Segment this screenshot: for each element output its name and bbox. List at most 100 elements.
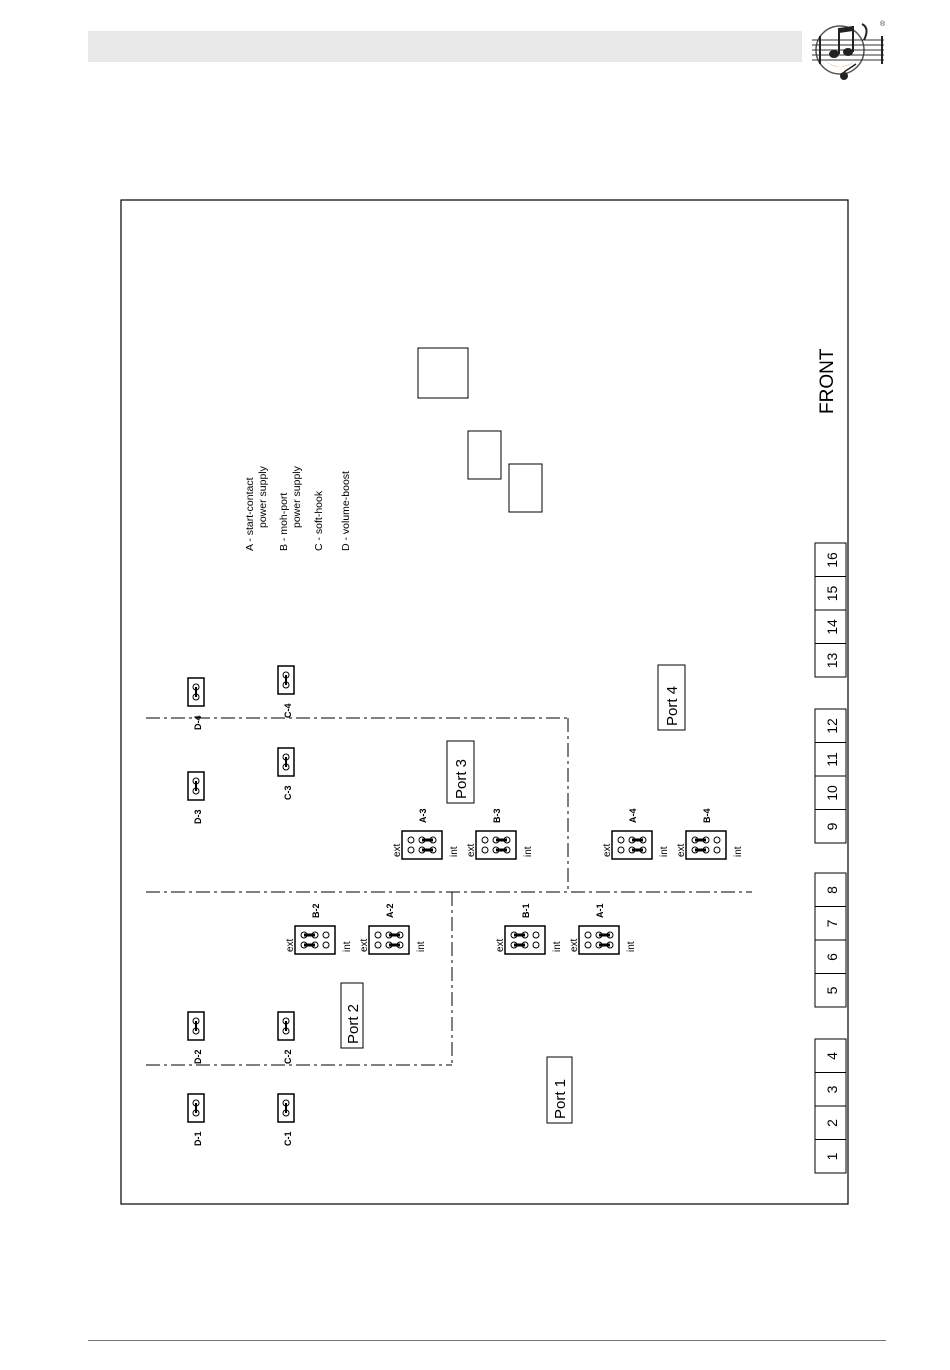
legend-a: A - start-contact [244, 477, 256, 551]
jumper-b1-int-label: int [552, 941, 563, 952]
legend-d: D - volume-boost [340, 471, 352, 551]
jumper-d1: D-1 [188, 1094, 204, 1146]
jumper-a3-ext-label: ext [392, 843, 403, 857]
jumper-d2-label: D-2 [193, 1049, 203, 1064]
jumper-a4-int-label: int [659, 846, 670, 857]
terminal-1: 1 [815, 1140, 846, 1174]
component-rect-1 [468, 431, 501, 479]
terminal-label: 9 [824, 822, 840, 830]
jumper-a3-int-label: int [449, 846, 460, 857]
jumper-b3: B-3 ext int [466, 808, 534, 859]
terminal-10: 10 [815, 776, 846, 810]
terminal-16: 16 [815, 543, 846, 577]
terminal-label: 3 [824, 1085, 840, 1093]
jumper-c1: C-1 [278, 1094, 294, 1146]
port-labels: Port 3 Port 4 Port 2 Port 1 [341, 665, 685, 1123]
jumper-a2-ext-label: ext [359, 938, 370, 952]
terminal-label: 1 [824, 1152, 840, 1160]
jumper-b1-label: B-1 [521, 903, 531, 918]
component-square [418, 348, 468, 398]
terminal-14: 14 [815, 610, 846, 644]
jumper-a1-ext-label: ext [569, 938, 580, 952]
jumper-b4-label: B-4 [702, 808, 712, 823]
terminal-15: 15 [815, 577, 846, 611]
terminal-label: 11 [824, 752, 840, 767]
terminal-label: 14 [824, 619, 840, 635]
jumper-b2: B-2 ext int [285, 903, 353, 954]
terminal-8: 8 [815, 873, 846, 907]
terminal-4: 4 [815, 1039, 846, 1073]
terminal-9: 9 [815, 810, 846, 844]
component-rect-2 [509, 464, 542, 512]
jumper-b2-ext-label: ext [285, 938, 296, 952]
jumper-c2-label: C-2 [283, 1049, 293, 1064]
terminal-label: 15 [824, 586, 840, 602]
terminal-label: 13 [824, 653, 840, 669]
terminal-label: 8 [824, 886, 840, 894]
jumper-c2: C-2 [278, 1012, 294, 1064]
jumper-b1-ext-label: ext [495, 938, 506, 952]
jumper-d1-label: D-1 [193, 1131, 203, 1146]
jumper-a2-int-label: int [416, 941, 427, 952]
jumper-a4: A-4 ext int [602, 808, 670, 859]
terminal-3: 3 [815, 1073, 846, 1107]
jumper-b1: B-1 ext int [495, 903, 563, 954]
legend-c: C - soft-hook [313, 490, 325, 551]
jumper-b4-int-label: int [733, 846, 744, 857]
terminal-label: 12 [824, 718, 840, 734]
terminal-label: 10 [824, 785, 840, 801]
terminal-7: 7 [815, 907, 846, 941]
legend-b: B - moh-port [278, 493, 290, 551]
jumper-b3-label: B-3 [492, 808, 502, 823]
terminal-11: 11 [815, 743, 846, 777]
board-outline [121, 200, 848, 1204]
terminal-label: 2 [824, 1119, 840, 1127]
jumper-b4: B-4 ext int [676, 808, 744, 859]
legend: A - start-contact power supply B - moh-p… [244, 465, 352, 551]
terminal-label: 7 [824, 919, 840, 927]
jumper-b3-int-label: int [523, 846, 534, 857]
jumper-d4-label: D-4 [193, 715, 203, 730]
jumper-a2-label: A-2 [385, 903, 395, 918]
jumper-a4-ext-label: ext [602, 843, 613, 857]
legend-b-sub: power supply [291, 465, 303, 528]
jumper-c3: C-3 [278, 748, 294, 800]
jumper-c4: C-4 [278, 666, 294, 718]
legend-a-sub: power supply [257, 465, 269, 528]
terminal-5: 5 [815, 974, 846, 1008]
jumper-d3: D-3 [188, 772, 204, 824]
jumper-a3-label: A-3 [418, 808, 428, 823]
jumper-d4: D-4 [188, 678, 204, 730]
port-2-label: Port 2 [345, 1004, 362, 1044]
jumper-d3-label: D-3 [193, 809, 203, 824]
terminal-2: 2 [815, 1106, 846, 1140]
jumper-d2: D-2 [188, 1012, 204, 1064]
terminal-label: 6 [824, 953, 840, 961]
port-1-label: Port 1 [552, 1079, 569, 1119]
terminal-label: 5 [824, 986, 840, 994]
port-3-label: Port 3 [453, 759, 470, 799]
jumper-a1-int-label: int [626, 941, 637, 952]
terminal-12: 12 [815, 709, 846, 743]
jumper-a3: A-3 ext int [392, 808, 460, 859]
jumper-a1: A-1 ext int [569, 903, 637, 954]
terminal-label: 16 [824, 552, 840, 568]
front-label: FRONT [817, 348, 838, 414]
jumper-a4-label: A-4 [628, 808, 638, 823]
jumper-b2-label: B-2 [311, 903, 321, 918]
terminal-6: 6 [815, 940, 846, 974]
jumper-a2: A-2 ext int [359, 903, 427, 954]
terminal-label: 4 [824, 1052, 840, 1060]
components [418, 348, 542, 512]
jumper-a1-label: A-1 [595, 903, 605, 918]
jumper-b2-int-label: int [342, 941, 353, 952]
port-4-label: Port 4 [664, 686, 681, 726]
jumper-b4-ext-label: ext [676, 843, 687, 857]
jumper-b3-ext-label: ext [466, 843, 477, 857]
terminal-13: 13 [815, 644, 846, 678]
jumper-c3-label: C-3 [283, 785, 293, 800]
jumper-c1-label: C-1 [283, 1131, 293, 1146]
